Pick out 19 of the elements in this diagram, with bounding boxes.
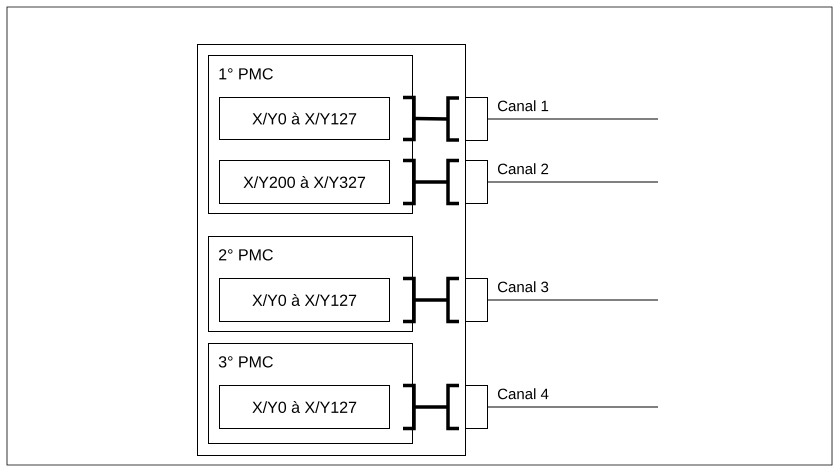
edge-label: Canal 4 [498, 388, 548, 400]
range-box: X/Y0 à X/Y127 [219, 385, 390, 429]
edge-label: Canal 2 [498, 163, 548, 174]
range-box: X/Y200 à X/Y327 [219, 160, 390, 204]
edge-label: Canal 3 [498, 281, 548, 292]
channel-line [488, 406, 658, 408]
edge-label: Canal 1 [498, 100, 548, 112]
bracket-connector [414, 116, 448, 121]
range-box: X/Y0 à X/Y127 [219, 278, 390, 322]
connector-box [465, 97, 488, 141]
bracket-connector [414, 298, 448, 302]
bracket-connector [414, 180, 448, 184]
connector-box [465, 278, 488, 322]
connector-box [465, 160, 488, 204]
connector-box [465, 385, 488, 429]
module-box [197, 44, 466, 456]
bracket-connector [414, 405, 448, 409]
range-box: X/Y0 à X/Y127 [219, 97, 390, 140]
channel-line [488, 118, 658, 120]
